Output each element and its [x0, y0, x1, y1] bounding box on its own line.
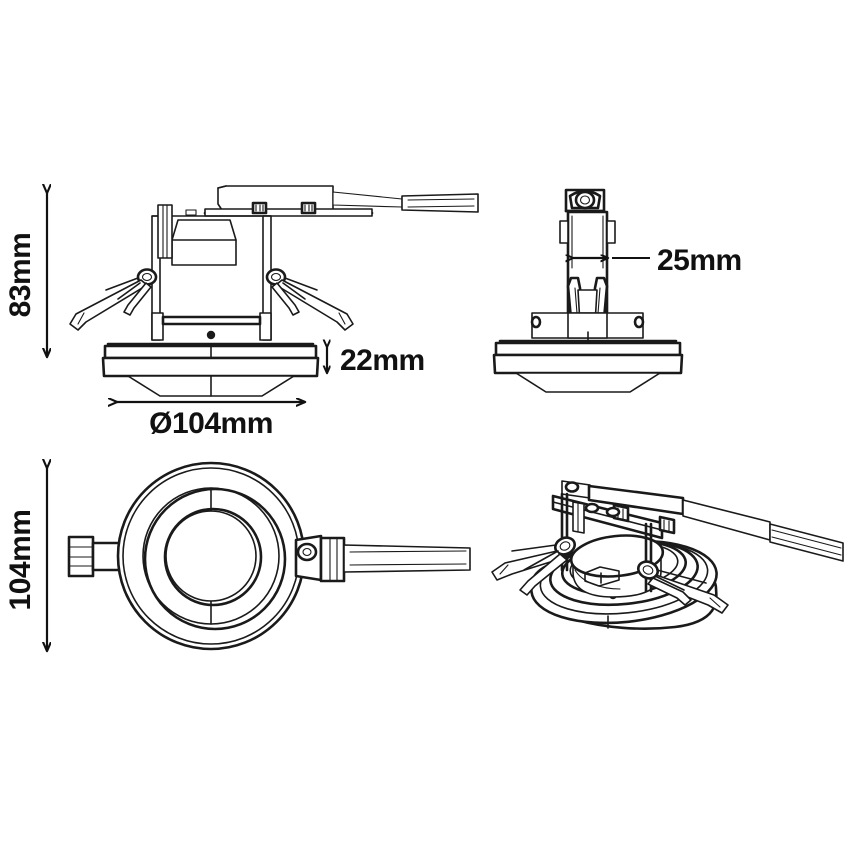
housing-body-front: [151, 204, 272, 341]
dimension-label-25mm: 25mm: [657, 244, 742, 277]
cable-arm-plan: [294, 534, 471, 583]
cross-brace-front: [151, 312, 272, 341]
dimension-label-22mm: 22mm: [340, 344, 425, 377]
dimension-plan-104mm: 104mm: [4, 468, 47, 651]
view-plan: 104mm: [4, 461, 471, 651]
view-front-elevation: 83mm 22mm Ø104mm: [4, 185, 479, 440]
keyhole-slot-iso: [584, 566, 620, 587]
dimension-height-83mm: 83mm: [4, 193, 47, 357]
dimension-width-25mm: 25mm: [573, 244, 742, 277]
bezel-trim-front: [101, 342, 320, 397]
view-isometric: [491, 480, 844, 630]
view-side-elevation: 25mm: [492, 188, 742, 393]
cable-arm-front: [203, 185, 479, 217]
spring-clips-front: [69, 268, 354, 331]
bezel-trim-side: [492, 331, 684, 393]
spring-clips-iso: [491, 536, 729, 614]
dimension-label-plan-104mm: 104mm: [4, 510, 37, 611]
connector-cap-side: [564, 188, 606, 213]
mount-shoulder-side: [530, 312, 645, 339]
trim-rings-plan: [116, 461, 306, 651]
dimension-label-diameter-104mm: Ø104mm: [149, 407, 273, 440]
cable-arm-iso: [551, 480, 844, 562]
dimension-diameter-104mm: Ø104mm: [117, 402, 305, 440]
dimension-label-83mm: 83mm: [4, 233, 37, 318]
dimension-bezel-22mm: 22mm: [327, 344, 425, 377]
